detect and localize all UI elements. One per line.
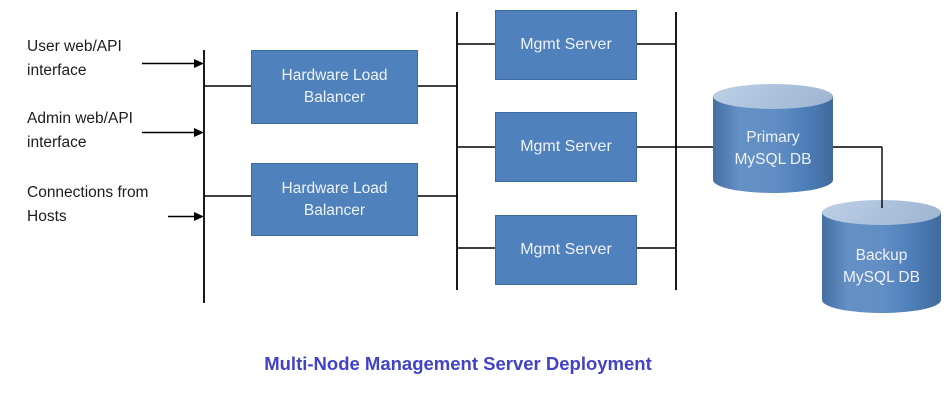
db-backup-label: Backup MySQL DB bbox=[822, 200, 941, 313]
node-mgmt-server-2: Mgmt Server bbox=[495, 112, 637, 182]
label-line-1: Connections from bbox=[27, 184, 149, 201]
text-line-2: Balancer bbox=[303, 89, 366, 106]
label-line-1: User web/API bbox=[27, 38, 122, 55]
db-primary-cylinder: Primary MySQL DB bbox=[713, 84, 833, 193]
text-line-2: Balancer bbox=[303, 201, 366, 219]
node-load-balancer-2: Hardware Load Balancer bbox=[251, 163, 418, 236]
text-line-2: MySQL DB bbox=[734, 150, 812, 168]
label-line-2: Hosts bbox=[27, 208, 67, 225]
label-line-2: interface bbox=[27, 134, 87, 151]
text-line-1: Hardware Load bbox=[281, 67, 388, 84]
hosts-arrowhead-icon bbox=[194, 212, 204, 221]
db-primary-label: Primary MySQL DB bbox=[713, 84, 833, 193]
node-mgmt-server-1: Mgmt Server bbox=[495, 10, 637, 80]
label-host-connections: Connections from Hosts bbox=[27, 181, 148, 229]
cylinder-body bbox=[713, 96, 833, 193]
node-mgmt-server-3: Mgmt Server bbox=[495, 215, 637, 285]
cylinder-top-ellipse bbox=[713, 84, 833, 109]
text-line-1: Primary bbox=[746, 128, 800, 146]
cylinder-body bbox=[822, 212, 941, 313]
label-admin-web-api: Admin web/API interface bbox=[27, 107, 133, 155]
user-arrowhead-icon bbox=[194, 59, 204, 68]
admin-arrowhead-icon bbox=[194, 128, 204, 137]
cylinder-top-ellipse bbox=[822, 200, 941, 225]
text-line-1: Backup bbox=[855, 246, 908, 264]
node-label: Hardware Load Balancer bbox=[282, 65, 388, 109]
db-backup-cylinder: Backup MySQL DB bbox=[822, 200, 941, 313]
node-label: Mgmt Server bbox=[520, 241, 612, 258]
node-label: Mgmt Server bbox=[520, 36, 612, 53]
label-user-web-api: User web/API interface bbox=[27, 35, 122, 83]
diagram-title: Multi-Node Management Server Deployment bbox=[264, 353, 652, 374]
text-line-2: MySQL DB bbox=[843, 268, 920, 286]
label-line-1: Admin web/API bbox=[27, 110, 133, 127]
node-label: Mgmt Server bbox=[520, 138, 612, 155]
node-label: Hardware Load Balancer bbox=[282, 178, 388, 222]
node-load-balancer-1: Hardware Load Balancer bbox=[251, 50, 418, 124]
label-line-2: interface bbox=[27, 62, 87, 79]
text-line-1: Hardware Load bbox=[281, 179, 388, 197]
